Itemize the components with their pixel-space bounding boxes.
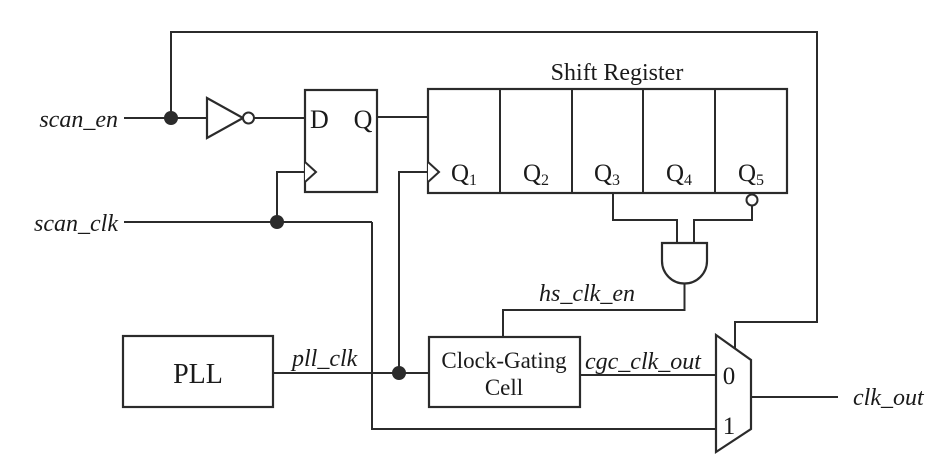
q3-sub: 3 bbox=[612, 172, 620, 189]
junction-dot-scan-clk bbox=[270, 215, 284, 229]
junction-dot-scan-en bbox=[164, 111, 178, 125]
q4-sub: 4 bbox=[684, 172, 692, 189]
shift-register-title: Shift Register bbox=[551, 60, 684, 86]
inverter-bubble-icon bbox=[242, 111, 255, 125]
mux-in1-label: 1 bbox=[723, 413, 736, 440]
sr-cell-q1-label: Q1 bbox=[451, 160, 477, 189]
wire-q5-to-and bbox=[693, 205, 753, 243]
q1-sub: 1 bbox=[469, 172, 477, 189]
wire-q3-to-and bbox=[612, 193, 678, 243]
wire-scan-clk-to-dff-clock bbox=[276, 171, 305, 222]
q1-base: Q bbox=[451, 160, 469, 187]
pll-clk-label: pll_clk bbox=[290, 346, 358, 372]
cgc-label-line2: Cell bbox=[485, 375, 523, 400]
shift-register-box bbox=[426, 87, 789, 195]
sr-cell-q4-label: Q4 bbox=[666, 160, 692, 189]
wire-scan-en-feedback-to-mux-select bbox=[170, 31, 818, 348]
hs-clk-en-label: hs_clk_en bbox=[539, 281, 635, 307]
q2-sub: 2 bbox=[541, 172, 549, 189]
dff-box bbox=[303, 88, 379, 194]
scan-clk-label: scan_clk bbox=[34, 211, 118, 237]
pll-label: PLL bbox=[173, 359, 223, 390]
clk-out-label: clk_out bbox=[853, 385, 925, 411]
wire-scan-clk-to-mux-in1 bbox=[371, 222, 716, 430]
q3-base: Q bbox=[594, 160, 612, 187]
q2-base: Q bbox=[523, 160, 541, 187]
wire-and-to-cgc-enable bbox=[502, 283, 686, 337]
shift-register-outline bbox=[426, 87, 789, 195]
sr-clock-triangle-icon bbox=[427, 161, 441, 183]
dff-clock-triangle-icon bbox=[304, 161, 318, 183]
dff-q-label: Q bbox=[354, 105, 373, 134]
q5-sub: 5 bbox=[756, 172, 764, 189]
scan-en-label: scan_en bbox=[39, 107, 118, 133]
sr-cell-q5-label: Q5 bbox=[738, 160, 764, 189]
junction-dot-pll-clk bbox=[392, 366, 406, 380]
mux-in0-label: 0 bbox=[723, 363, 736, 390]
wires bbox=[124, 31, 838, 430]
inverter-gate-icon bbox=[205, 96, 246, 140]
pll-box bbox=[121, 334, 275, 409]
cgc-clk-out-label: cgc_clk_out bbox=[585, 349, 702, 375]
sr-cell-q3-label: Q3 bbox=[594, 160, 620, 189]
sr-cell-q2-label: Q2 bbox=[523, 160, 549, 189]
q5-inversion-bubble-icon bbox=[745, 193, 759, 207]
cgc-label-line1: Clock-Gating bbox=[441, 348, 567, 373]
mux-trapezoid-icon bbox=[714, 332, 753, 455]
wire-pll-to-sr-clock bbox=[398, 171, 428, 373]
q4-base: Q bbox=[666, 160, 684, 187]
dff-d-label: D bbox=[310, 105, 329, 134]
cgc-box bbox=[427, 335, 582, 409]
q5-base: Q bbox=[738, 160, 756, 187]
and-gate-icon bbox=[660, 241, 709, 285]
